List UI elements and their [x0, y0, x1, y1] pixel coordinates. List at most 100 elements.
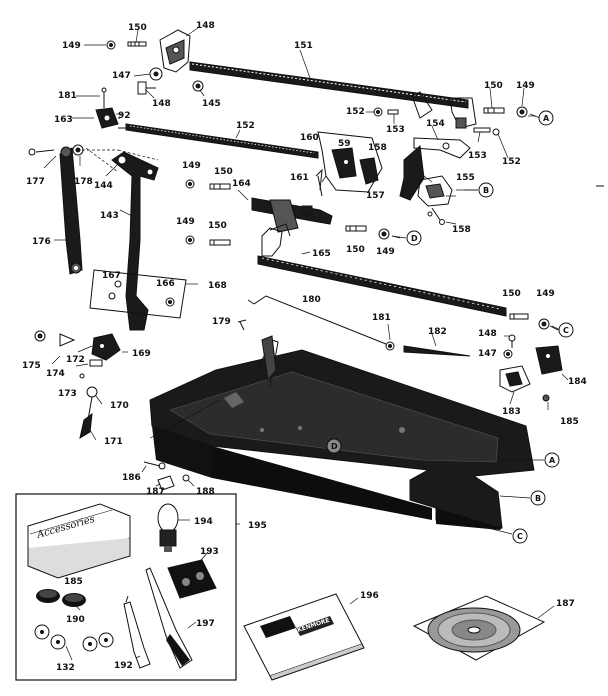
label-160: 160	[300, 133, 319, 143]
link-143	[111, 151, 159, 331]
bulb-194	[157, 503, 179, 552]
label-193: 193	[200, 547, 219, 557]
label-149e: 149	[376, 247, 395, 257]
callout-A2: A	[544, 452, 560, 468]
svg-text:A: A	[549, 456, 556, 465]
label-155: 155	[456, 173, 475, 183]
detail-box-168	[89, 269, 187, 319]
label-158a: 158	[368, 143, 387, 153]
label-149f: 149	[536, 289, 555, 299]
label-185b: 185	[64, 577, 83, 587]
lever-171	[79, 412, 93, 440]
pin-150c	[209, 183, 231, 190]
label-178: 178	[74, 177, 93, 187]
label-92: 92	[118, 111, 131, 121]
label-148a: 148	[196, 21, 215, 31]
label-177: 177	[26, 177, 45, 187]
booklet-196	[243, 593, 365, 681]
label-144: 144	[94, 181, 113, 191]
label-179: 179	[212, 317, 231, 327]
label-188: 188	[196, 487, 215, 497]
label-147b: 147	[478, 349, 497, 359]
pin-150d	[209, 239, 231, 246]
svg-text:B: B	[483, 186, 489, 195]
bracket-169	[91, 333, 121, 361]
label-166: 166	[156, 279, 175, 289]
shaft-152	[125, 123, 319, 159]
label-149b: 149	[516, 81, 535, 91]
label-153b: 153	[468, 151, 487, 161]
plate-160	[315, 131, 383, 193]
shaft-164	[251, 197, 333, 233]
callout-B2: B	[530, 490, 546, 506]
lever-154	[399, 137, 471, 201]
label-59: 59	[338, 139, 351, 149]
pin-150b	[483, 107, 505, 114]
leader-lines	[43, 27, 569, 661]
label-158b: 158	[452, 225, 471, 235]
svg-text:C: C	[517, 532, 523, 541]
label-176: 176	[32, 237, 51, 247]
label-187b: 187	[556, 599, 575, 609]
label-150e: 150	[346, 245, 365, 255]
callout-A1: A	[538, 110, 554, 126]
label-143: 143	[100, 211, 119, 221]
label-185a: 185	[560, 417, 579, 427]
screwdriver-192	[123, 595, 151, 669]
washer-178	[72, 144, 84, 156]
label-145: 145	[202, 99, 221, 109]
needle-182	[403, 345, 471, 357]
pin-161	[317, 175, 323, 197]
screw-149e	[378, 228, 390, 240]
label-150c: 150	[214, 167, 233, 177]
label-175: 175	[22, 361, 41, 371]
discs-190	[36, 589, 86, 607]
accessory-box-195	[15, 493, 237, 681]
bobbins-132	[34, 624, 114, 652]
arm-176	[59, 146, 83, 275]
label-157: 157	[366, 191, 385, 201]
accessories-tin	[27, 503, 131, 579]
label-174: 174	[46, 369, 65, 379]
washer-172	[59, 333, 76, 347]
label-148b: 148	[152, 99, 171, 109]
label-150a: 150	[128, 23, 147, 33]
pin-150-top	[127, 41, 147, 47]
screw-185a	[542, 394, 550, 402]
label-197: 197	[196, 619, 215, 629]
label-186: 186	[122, 473, 141, 483]
nut-181b	[385, 341, 395, 351]
svg-text:B: B	[535, 494, 541, 503]
callout-D1: D	[406, 230, 422, 246]
label-196: 196	[360, 591, 379, 601]
screw-149b	[516, 106, 528, 118]
label-149a: 149	[62, 41, 81, 51]
label-172: 172	[66, 355, 85, 365]
label-150f: 150	[502, 289, 521, 299]
bracket-148	[159, 29, 191, 73]
label-173a: 173	[58, 389, 77, 399]
label-154: 154	[426, 119, 445, 129]
shaft-151	[189, 61, 477, 129]
label-181a: 181	[58, 91, 77, 101]
label-151: 151	[294, 41, 313, 51]
nut-187	[157, 475, 175, 491]
label-150b: 150	[484, 81, 503, 91]
screw-177	[28, 148, 55, 156]
callout-B1: B	[478, 182, 494, 198]
label-190: 190	[66, 615, 85, 625]
label-147a: 147	[112, 71, 131, 81]
nut-145	[192, 80, 204, 92]
pin-179	[237, 319, 247, 331]
label-152b: 152	[346, 107, 365, 117]
label-168: 168	[208, 281, 227, 291]
label-170: 170	[110, 401, 129, 411]
label-164: 164	[232, 179, 251, 189]
shaft-165	[257, 223, 507, 317]
svg-text:D: D	[411, 234, 418, 243]
label-182: 182	[428, 327, 447, 337]
label-163: 163	[54, 115, 73, 125]
label-194: 194	[194, 517, 213, 527]
